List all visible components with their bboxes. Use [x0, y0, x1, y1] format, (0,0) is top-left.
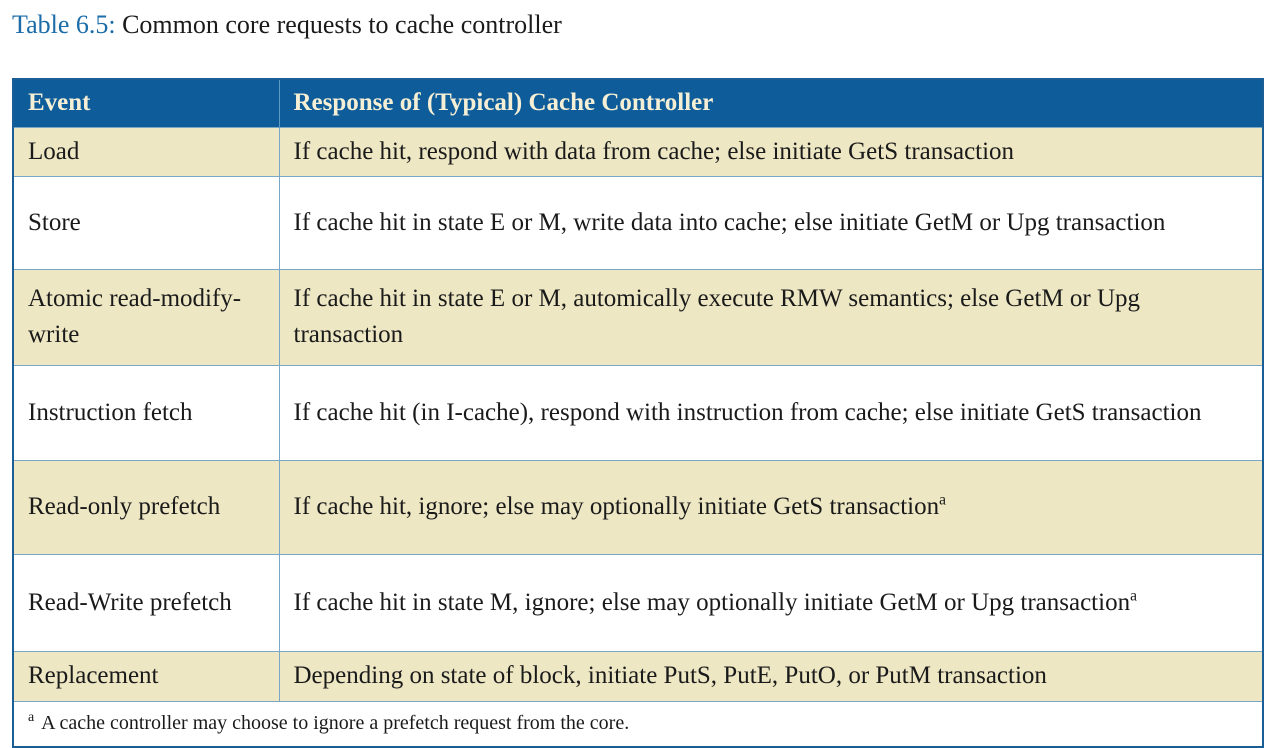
cell-response: If cache hit in state E or M, write data… — [279, 176, 1262, 270]
column-header-response: Response of (Typical) Cache Controller — [279, 80, 1262, 128]
cell-response-text: If cache hit (in I-cache), respond with … — [293, 398, 1202, 426]
header-row: Event Response of (Typical) Cache Contro… — [14, 80, 1262, 128]
cell-event: Atomic read-modify-write — [14, 269, 280, 366]
cell-event: Load — [14, 127, 280, 177]
table-container: Event Response of (Typical) Cache Contro… — [12, 78, 1264, 748]
cell-event: Instruction fetch — [14, 365, 280, 461]
table-row: Load If cache hit, respond with data fro… — [14, 127, 1262, 177]
cell-response-text: If cache hit in state M, ignore; else ma… — [293, 588, 1131, 616]
cell-event: Read-Write prefetch — [14, 554, 280, 652]
cell-footnote: a A cache controller may choose to ignor… — [14, 701, 1262, 746]
cell-response: If cache hit in state E or M, automicall… — [279, 269, 1262, 366]
cell-event: Read-only prefetch — [14, 460, 280, 555]
cell-response: If cache hit in state M, ignore; else ma… — [279, 554, 1262, 652]
cell-response-text: If cache hit in state E or M, automicall… — [293, 285, 1141, 348]
table-row: Read-Write prefetch If cache hit in stat… — [14, 554, 1262, 652]
footnote-marker: a — [1130, 587, 1137, 605]
column-header-event: Event — [14, 80, 280, 128]
caption-text: Common core requests to cache controller — [115, 10, 562, 39]
cell-response-text: If cache hit in state E or M, write data… — [293, 208, 1166, 236]
table-row: Replacement Depending on state of block,… — [14, 651, 1262, 702]
table-row: Store If cache hit in state E or M, writ… — [14, 176, 1262, 270]
common-core-requests-table: Event Response of (Typical) Cache Contro… — [14, 80, 1262, 746]
cell-response: If cache hit (in I-cache), respond with … — [279, 365, 1262, 461]
footnote-row: a A cache controller may choose to ignor… — [14, 701, 1262, 746]
caption-label: Table 6.5: — [12, 10, 116, 39]
table-row: Read-only prefetch If cache hit, ignore;… — [14, 460, 1262, 555]
table-caption: Table 6.5: Common core requests to cache… — [12, 8, 562, 42]
cell-response: If cache hit, ignore; else may optionall… — [279, 460, 1262, 555]
cell-response: If cache hit, respond with data from cac… — [279, 127, 1262, 177]
footnote-marker: a — [28, 710, 35, 726]
cell-response: Depending on state of block, initiate Pu… — [279, 651, 1262, 702]
table-header: Event Response of (Typical) Cache Contro… — [14, 80, 1262, 128]
cell-response-text: Depending on state of block, initiate Pu… — [293, 662, 1047, 689]
cell-event: Replacement — [14, 651, 280, 702]
table-body: Load If cache hit, respond with data fro… — [14, 127, 1262, 746]
table-row: Instruction fetch If cache hit (in I-cac… — [14, 365, 1262, 461]
cell-response-text: If cache hit, respond with data from cac… — [293, 137, 1015, 165]
table-row: Atomic read-modify-write If cache hit in… — [14, 269, 1262, 366]
cell-response-text: If cache hit, ignore; else may optionall… — [293, 493, 940, 520]
footnote-text: A cache controller may choose to ignore … — [37, 712, 630, 734]
cell-event: Store — [14, 176, 280, 270]
footnote-marker: a — [939, 491, 947, 509]
